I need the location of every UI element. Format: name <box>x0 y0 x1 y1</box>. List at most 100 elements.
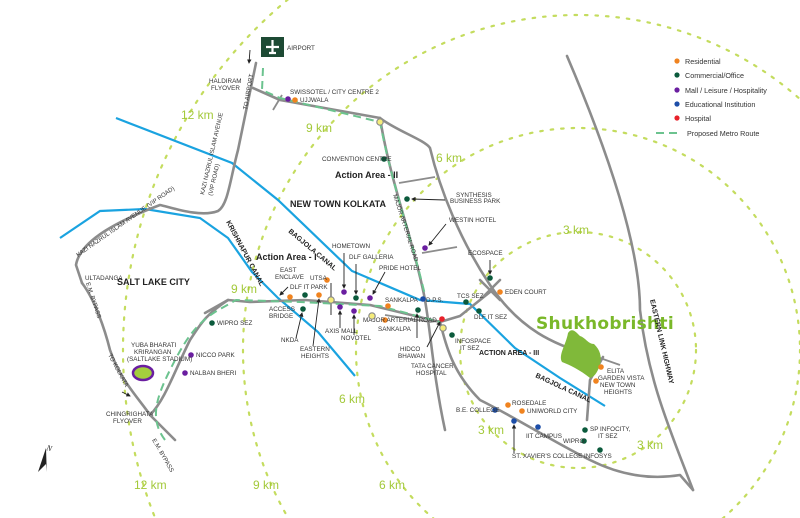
label-swissotel: SWISSOTEL / CITY CENTRE 2 <box>290 89 379 96</box>
marker-tata-hospital[interactable] <box>439 316 445 322</box>
label-dlf-galleria: DLF GALLERIA <box>349 254 394 261</box>
ring-3km <box>458 230 698 470</box>
pointer-arrows <box>121 49 517 453</box>
junction <box>439 324 447 332</box>
label-east-enclave: EAST <box>280 267 297 274</box>
label-novotel: NOVOTEL <box>341 335 372 342</box>
marker-wipro[interactable] <box>581 438 587 444</box>
label-uniworld: UNIWORLD CITY <box>527 408 578 415</box>
arrow <box>426 321 441 348</box>
marker-nkda[interactable] <box>300 306 306 312</box>
stadium-marker[interactable] <box>131 364 155 382</box>
marker-dlf-it-park[interactable] <box>316 292 322 298</box>
label-ultadanga: ULTADANGA <box>85 275 123 282</box>
marker-rosedale[interactable] <box>505 402 511 408</box>
marker-dlf-it-sez[interactable] <box>476 308 482 314</box>
marker-nicco[interactable] <box>188 352 194 358</box>
marker-wipro-sez[interactable] <box>209 320 215 326</box>
label-st-xaviers: ST. XAVIER'S COLLEGE <box>512 453 582 460</box>
marker-dlf-galleria[interactable] <box>353 295 359 301</box>
ring-label: 9 km <box>306 121 332 135</box>
label-it-campus: IIT CAMPUS <box>526 433 562 440</box>
marker-infospace[interactable] <box>449 332 455 338</box>
compass: N <box>38 443 54 472</box>
ring-label: 6 km <box>339 392 365 406</box>
arrow <box>295 312 304 339</box>
marker-st-xaviers[interactable] <box>511 418 517 424</box>
to-kolkata-label: TO KOLKATA <box>106 353 129 388</box>
marker-sankalpa-2[interactable] <box>382 317 388 323</box>
legend-hospital-icon <box>674 115 680 121</box>
shukhobrishti-site <box>560 330 601 378</box>
marker-sankalpa-1[interactable] <box>385 303 391 309</box>
marker-elita[interactable] <box>598 364 604 370</box>
vip-road-label: KAZI NAZRUL ISLAM AVENUE (VIP ROAD) <box>76 186 176 259</box>
label-arterial-road: MAJOR ARTERIAL ROAD <box>363 317 437 324</box>
marker-be-college[interactable] <box>492 407 498 413</box>
label-axis-mall: AXIS MALL <box>325 328 358 335</box>
marker-infosys[interactable] <box>597 447 603 453</box>
label-eastern-heights: EASTERN <box>300 346 330 353</box>
legend-mall: Mall / Leisure / Hospitality <box>685 86 767 95</box>
label-yuba-2: KRIRANGAN <box>134 349 172 356</box>
label-eastern-heights-2: HEIGHTS <box>301 353 329 360</box>
commercial-markers <box>209 156 603 453</box>
label-infospace: INFOSPACE <box>455 338 491 345</box>
label-hidco: HIDCO <box>400 346 420 353</box>
marker-hidco[interactable] <box>415 307 421 313</box>
cross-road <box>398 176 436 184</box>
north-arrow-icon <box>38 448 46 472</box>
label-hometown: HOMETOWN <box>332 243 370 250</box>
marker-nalban[interactable] <box>182 370 188 376</box>
arrow <box>428 223 447 246</box>
marker-utsa[interactable] <box>324 277 330 283</box>
marker-eden-court[interactable] <box>497 289 503 295</box>
marker-pride[interactable] <box>367 295 373 301</box>
marker-tcs[interactable] <box>463 299 469 305</box>
junction <box>376 118 384 126</box>
label-eden-court: EDEN COURT <box>505 289 547 296</box>
label-infosys: INFOSYS <box>584 453 612 460</box>
label-east-enclave-2: ENCLAVE <box>275 274 304 281</box>
label-haldiram-2: FLYOVER <box>211 85 240 92</box>
marker-convention[interactable] <box>381 156 387 162</box>
junction <box>327 296 335 304</box>
airport: AIRPORT <box>261 37 315 57</box>
marker-hometown[interactable] <box>341 289 347 295</box>
label-new-town-heights-2: HEIGHTS <box>604 389 632 396</box>
label-access-2: BRIDGE <box>269 313 293 320</box>
arterial-east-road <box>378 116 602 362</box>
label-sp-infocity-2: IT SEZ <box>598 433 618 440</box>
marker-it-campus[interactable] <box>535 424 541 430</box>
marker-swissotel[interactable] <box>285 96 291 102</box>
marker-uniworld[interactable] <box>519 408 525 414</box>
legend-metro: Proposed Metro Route <box>687 129 759 138</box>
marker-east-enclave[interactable] <box>287 294 293 300</box>
marker-axis-mall[interactable] <box>337 304 343 310</box>
label-elita: ELITA <box>607 368 625 375</box>
label-ecospace: ECOSPACE <box>468 250 503 257</box>
em-bypass-label: E.M. BYPASS <box>84 282 101 320</box>
marker-novotel[interactable] <box>351 308 357 314</box>
marker-dps[interactable] <box>420 296 426 302</box>
label-ujjwala: UJJWALA <box>300 97 329 104</box>
marker-dlf-it-park-office[interactable] <box>302 292 308 298</box>
metro-route-south <box>154 298 441 441</box>
arrow <box>121 391 131 397</box>
area-action-1: Action Area - I <box>256 252 317 262</box>
ring-12km <box>122 0 290 518</box>
vip-road <box>74 61 258 285</box>
compass-label: N <box>45 443 54 454</box>
marker-ecospace[interactable] <box>487 275 493 281</box>
legend-edu-icon <box>674 101 680 107</box>
southern-road <box>438 320 695 492</box>
ring-label: 3 km <box>637 438 663 452</box>
label-westin: WESTIN HOTEL <box>449 217 497 224</box>
marker-ujjwala[interactable] <box>292 97 298 103</box>
marker-sp-infocity[interactable] <box>582 427 588 433</box>
marker-westin[interactable] <box>422 245 428 251</box>
marker-synthesis[interactable] <box>404 196 410 202</box>
legend-commercial-icon <box>674 72 680 78</box>
action-area-1-road <box>203 290 492 324</box>
marker-new-town-heights[interactable] <box>593 378 599 384</box>
